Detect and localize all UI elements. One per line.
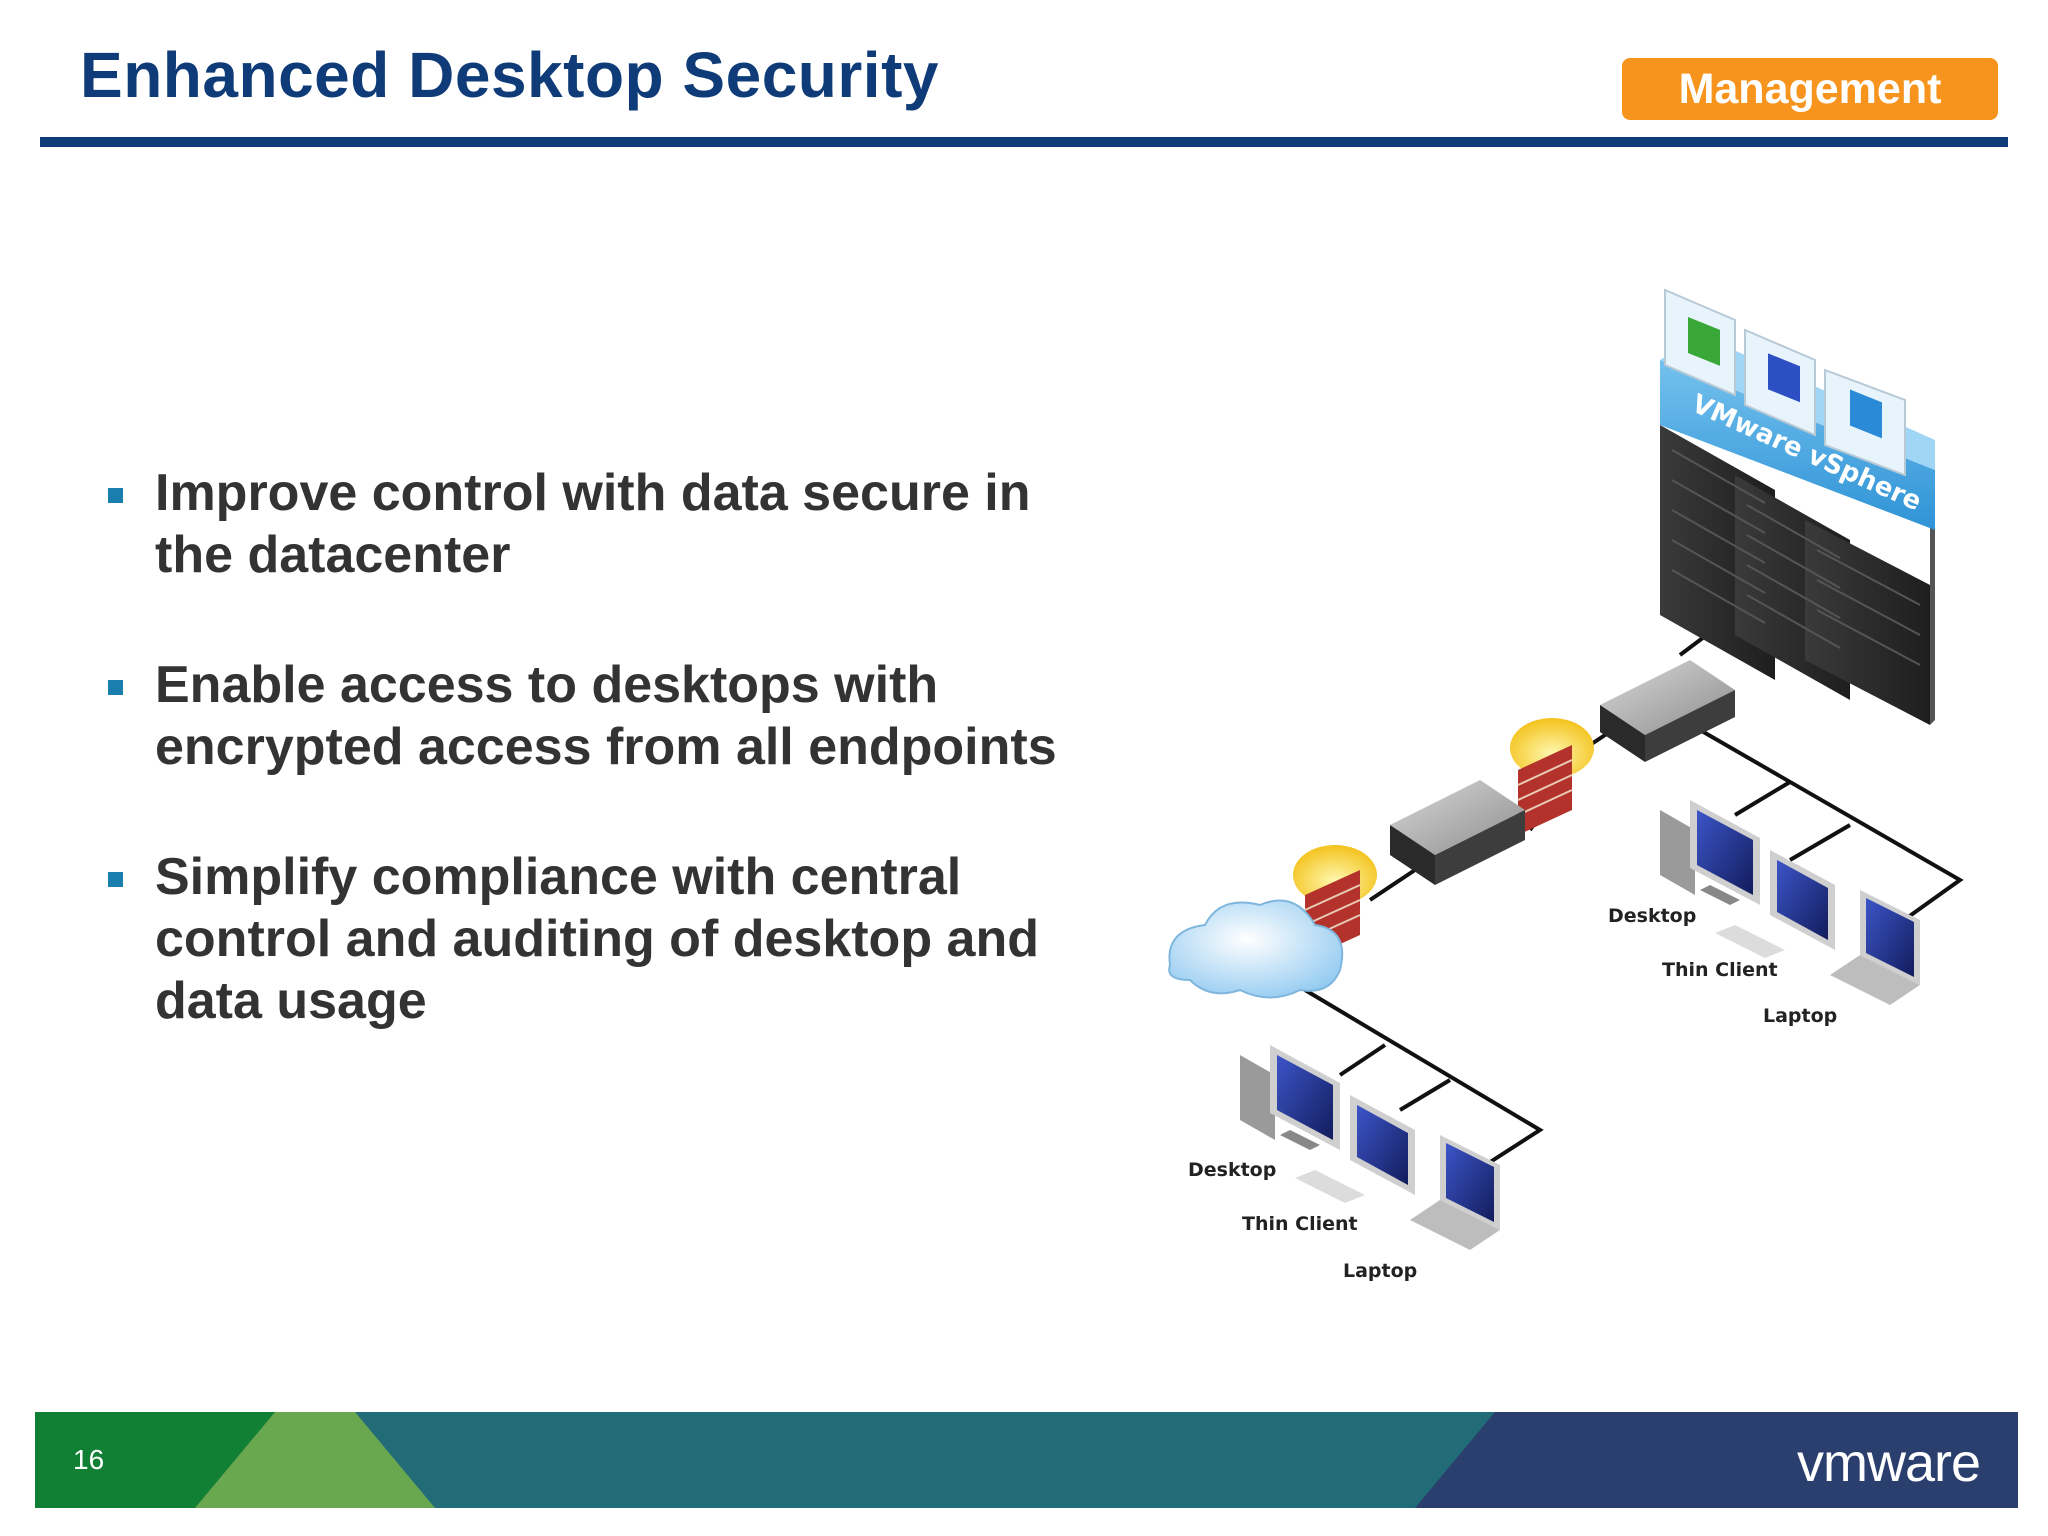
bullet-list: Improve control with data secure in the … [105, 462, 1085, 1100]
thin-client-icon [1715, 850, 1835, 958]
laptop-label: Laptop [1343, 1260, 1417, 1282]
desktop-icon [1240, 1045, 1340, 1150]
footer-background [35, 1412, 2018, 1508]
thin-client-label: Thin Client [1662, 959, 1778, 981]
network-diagram: VMware vSphere [1168, 288, 1964, 1282]
bullet-text: Improve control with data secure in the … [155, 464, 1031, 584]
thin-client-label: Thin Client [1242, 1213, 1358, 1235]
desktop-label: Desktop [1608, 905, 1696, 927]
bullet-marker-icon [108, 680, 123, 695]
firewall-icon [1510, 718, 1594, 835]
cloud-icon [1168, 899, 1344, 999]
bullet-item: Improve control with data secure in the … [105, 462, 1085, 586]
desktop-icon [1660, 800, 1760, 905]
category-badge: Management [1622, 58, 1998, 120]
desktop-label: Desktop [1188, 1159, 1276, 1181]
title-divider [40, 137, 2008, 147]
laptop-label: Laptop [1763, 1005, 1837, 1027]
slide-title: Enhanced Desktop Security [80, 39, 939, 111]
server-appliance-icon [1390, 780, 1525, 885]
bullet-marker-icon [108, 872, 123, 887]
thin-client-icon [1295, 1095, 1415, 1203]
server-rack-icon: VMware vSphere [1660, 288, 1935, 725]
bullet-item: Simplify compliance with central control… [105, 846, 1085, 1032]
footer-banner: 16 vmware [35, 1412, 2018, 1508]
laptop-icon [1410, 1135, 1500, 1250]
vsphere-layer [1660, 360, 1935, 530]
bullet-text: Simplify compliance with central control… [155, 848, 1039, 1030]
bullet-item: Enable access to desktops with encrypted… [105, 654, 1085, 778]
bullet-text: Enable access to desktops with encrypted… [155, 656, 1057, 776]
server-appliance-icon [1600, 660, 1735, 762]
vmware-logo: vmware [1796, 1433, 1981, 1493]
laptop-icon [1830, 890, 1920, 1005]
bullet-marker-icon [108, 488, 123, 503]
page-number: 16 [73, 1444, 105, 1475]
